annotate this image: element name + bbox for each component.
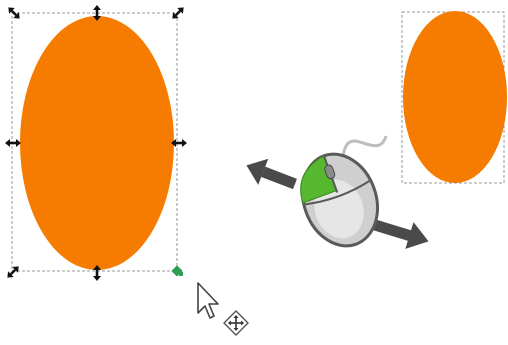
orange-ellipse-copy[interactable] <box>403 11 507 183</box>
scale-arrow-icon[interactable] <box>93 5 101 21</box>
scale-arrow-icon[interactable] <box>5 264 22 281</box>
copied-object[interactable] <box>401 11 507 184</box>
scale-arrow-icon[interactable] <box>170 5 187 22</box>
scale-arrow-icon[interactable] <box>5 139 21 147</box>
drag-arrow-icon <box>246 158 297 190</box>
scale-arrow-icon[interactable] <box>6 5 23 22</box>
move-cursor-icon <box>223 310 249 336</box>
scroll-wheel <box>324 164 336 180</box>
selected-object[interactable] <box>11 12 178 272</box>
orange-ellipse-selected[interactable] <box>20 16 174 270</box>
scale-arrow-icon[interactable] <box>93 265 101 281</box>
scale-arrow-icon[interactable] <box>171 139 187 147</box>
selection-handles <box>5 5 187 281</box>
mouse-drag-icon <box>246 135 429 249</box>
snap-node-icon[interactable] <box>171 265 183 277</box>
arrow-cursor-icon <box>197 282 219 319</box>
drag-arrow-icon <box>373 219 429 249</box>
